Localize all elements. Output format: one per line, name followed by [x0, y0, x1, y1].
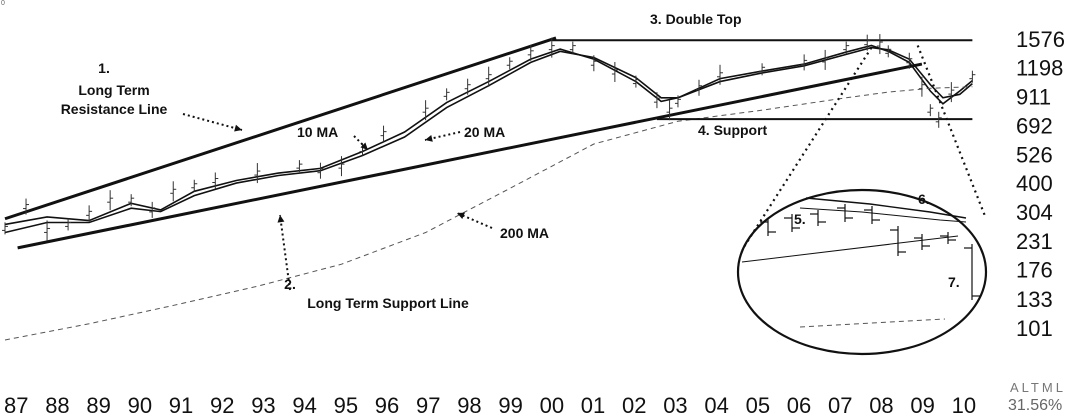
- x-tick-label: 05: [746, 393, 770, 418]
- x-tick-label: 04: [704, 393, 728, 418]
- pointer-20ma-head: [425, 135, 433, 142]
- x-tick-label: 00: [540, 393, 564, 418]
- x-tick-label: 89: [86, 393, 110, 418]
- x-tick-label: 91: [169, 393, 193, 418]
- x-tick-label: 06: [787, 393, 811, 418]
- annotation-1-line2: Resistance Line: [61, 101, 168, 117]
- pointer-10ma-head: [360, 142, 368, 150]
- pointer-200ma-head: [457, 212, 465, 220]
- watermark-zoom: 31.56%: [1008, 397, 1063, 414]
- y-tick-label: 911: [1016, 85, 1051, 110]
- series-line-20-ma: [4, 46, 973, 234]
- x-tick-label: 95: [334, 393, 358, 418]
- y-tick-label: 400: [1016, 171, 1053, 196]
- zoom-connector-right: [916, 45, 987, 217]
- annotation-1-line1: Long Term: [78, 82, 149, 98]
- zoom-ma-line-2: [799, 207, 967, 223]
- y-tick-label: 304: [1016, 200, 1053, 225]
- x-tick-label: 02: [622, 393, 646, 418]
- x-tick-label: 01: [581, 393, 605, 418]
- zoom-inset: [736, 45, 988, 356]
- x-tick-label: 92: [210, 393, 234, 418]
- pointer-20ma: [424, 131, 461, 141]
- y-tick-label: 176: [1016, 257, 1053, 282]
- x-axis-ticks: 87 88 89 90 91 92 93 94 95 96 97 98 99 00 01 02 03 04 05 06…: [4, 393, 976, 418]
- annotation-2-text: Long Term Support Line: [307, 295, 469, 311]
- x-tick-label: 93: [251, 393, 275, 418]
- x-tick-label: 09: [910, 393, 934, 418]
- y-axis-ticks: 1576 1198 911 692 526 400 304 231 176 133 101: [1016, 27, 1065, 341]
- x-tick-label: 96: [375, 393, 399, 418]
- corner-tag: 0: [1, 0, 5, 7]
- x-tick-label: 10: [952, 393, 976, 418]
- y-tick-label: 692: [1016, 113, 1053, 138]
- pointer-support-line-head: [277, 215, 285, 223]
- annotation-200ma-label: 200 MA: [500, 225, 549, 241]
- y-tick-label: 101: [1016, 316, 1053, 341]
- pointer-resistance: [182, 113, 243, 131]
- x-tick-label: 90: [128, 393, 152, 418]
- zoom-ellipse: [736, 188, 988, 356]
- series-line-long-term-support-line: [17, 62, 923, 250]
- annotation-4-text: 4. Support: [698, 122, 768, 138]
- x-tick-label: 98: [457, 393, 481, 418]
- y-tick-label: 1576: [1016, 27, 1065, 52]
- annotation-pointers: [182, 113, 493, 291]
- x-tick-label: 07: [828, 393, 852, 418]
- annotation-5-label: 5.: [794, 211, 806, 227]
- annotation-3-text: 3. Double Top: [650, 11, 742, 27]
- x-tick-label: 03: [663, 393, 687, 418]
- x-tick-label: 88: [45, 393, 69, 418]
- annotation-6-label: 6.: [918, 191, 930, 207]
- x-tick-label: 97: [416, 393, 440, 418]
- annotation-10ma-label: 10 MA: [297, 124, 338, 140]
- annotation-20ma-label: 20 MA: [464, 124, 505, 140]
- annotation-7-label: 7.: [948, 274, 960, 290]
- x-tick-label: 94: [292, 393, 316, 418]
- zoom-connector-left: [741, 47, 873, 251]
- series-line-long-term-resistance-line: [4, 36, 557, 221]
- chart-lines: [4, 36, 973, 341]
- x-tick-label: 99: [498, 393, 522, 418]
- y-tick-label: 231: [1016, 229, 1053, 254]
- y-tick-label: 526: [1016, 142, 1053, 167]
- y-tick-label: 133: [1016, 287, 1053, 312]
- watermark-logo: ALTML: [1010, 380, 1066, 395]
- series-line-200-ma: [4, 86, 973, 341]
- annotation-2-label: 2.: [284, 276, 296, 292]
- x-tick-label: 87: [4, 393, 28, 418]
- pointer-resistance-head: [234, 124, 242, 132]
- zoom-200ma-line: [799, 318, 946, 328]
- price-bars: [2, 34, 976, 241]
- x-tick-label: 08: [869, 393, 893, 418]
- y-tick-label: 1198: [1016, 56, 1063, 81]
- zoom-ma-line: [805, 197, 967, 219]
- annotation-1-label: 1.: [98, 60, 110, 76]
